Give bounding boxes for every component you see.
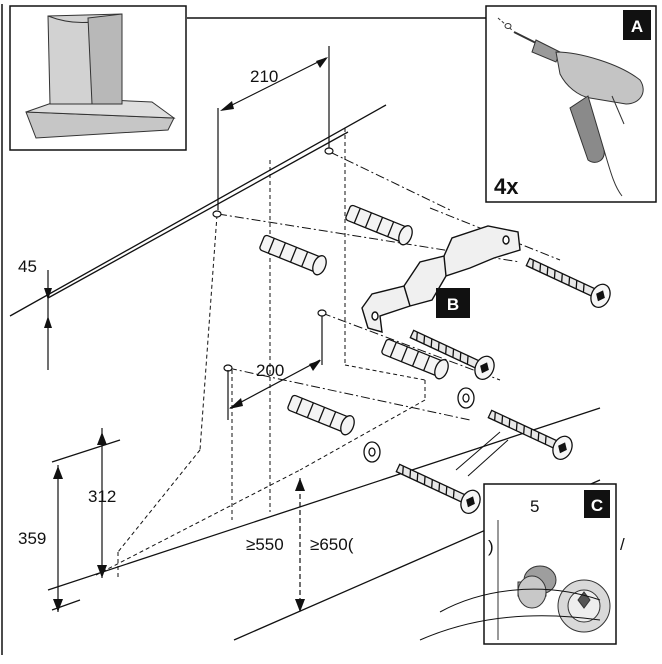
drill-hole-marks bbox=[212, 147, 334, 372]
drill-count-label: 4x bbox=[494, 174, 519, 199]
dim-359-label: 359 bbox=[18, 529, 46, 548]
wall-edges bbox=[9, 104, 601, 641]
wall-dowels bbox=[259, 204, 449, 436]
dim-200-label: 200 bbox=[256, 361, 284, 380]
dim-5-label: 5 bbox=[530, 497, 539, 516]
stray-paren-glyph: ) bbox=[488, 537, 494, 556]
callout-c-label: C bbox=[591, 496, 603, 515]
dim-650-label: ≥650( bbox=[310, 535, 354, 554]
hood-icon bbox=[25, 13, 176, 139]
dowel-upper-left bbox=[259, 234, 327, 276]
outer-frame bbox=[1, 4, 486, 655]
hood-projection-lines bbox=[95, 128, 426, 580]
dim-312-label: 312 bbox=[88, 487, 116, 506]
screw-lower-right bbox=[487, 409, 573, 460]
dowel-lower-right bbox=[381, 338, 449, 380]
callout-a-label: A bbox=[631, 17, 643, 36]
dim-45-label: 45 bbox=[18, 257, 37, 276]
callout-b-label: B bbox=[447, 295, 459, 314]
screw-bracket-left bbox=[409, 329, 495, 380]
drill-inset-panel: A 4x bbox=[485, 5, 657, 203]
dim-210-label: 210 bbox=[250, 67, 278, 86]
mounting-bracket bbox=[361, 225, 521, 333]
dimension-labels: 210 45 200 312 359 ≥550 ≥650( 5 ) / bbox=[18, 67, 625, 556]
dowel-lower-left bbox=[287, 394, 355, 436]
screw-detail-inset-panel: C bbox=[483, 483, 617, 645]
screws bbox=[395, 257, 611, 514]
callout-b: B bbox=[436, 288, 470, 318]
dim-550-label: ≥550 bbox=[246, 535, 284, 554]
washers bbox=[363, 387, 475, 463]
screw-bracket-right bbox=[525, 257, 611, 308]
drill-icon bbox=[497, 17, 644, 197]
dimension-lines bbox=[47, 46, 575, 620]
screw-lower-left bbox=[395, 463, 481, 514]
hood-inset-panel bbox=[9, 5, 187, 151]
dowel-upper-right bbox=[345, 204, 413, 246]
stray-slash-glyph: / bbox=[620, 535, 625, 554]
countertop-curve bbox=[419, 431, 601, 641]
